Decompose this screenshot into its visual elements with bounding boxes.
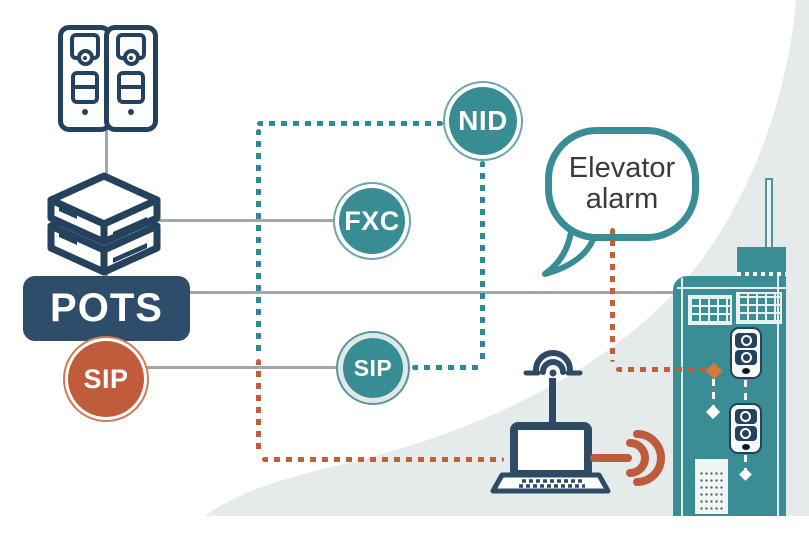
- roof-trim: [737, 272, 786, 276]
- speech-bubble-icon: Elevator alarm: [545, 127, 699, 241]
- signal-waves-icon: [590, 430, 665, 486]
- sip-left-node: SIP: [68, 341, 144, 417]
- intercom-button: [742, 368, 750, 374]
- vent-grill-icon: [695, 459, 728, 514]
- device-slot: [117, 71, 145, 104]
- facade-line: [777, 276, 779, 516]
- orange-dotted-path-left: [256, 359, 261, 454]
- intercom-camera-icon: [735, 333, 757, 348]
- teal-dotted-path-to-sip: [412, 365, 482, 370]
- nid-label: NID: [458, 105, 508, 136]
- stack-fxc-line: [152, 219, 340, 222]
- building-dash-line: [712, 379, 715, 407]
- fxc-node: FXC: [339, 188, 405, 254]
- door-phone-icon: [104, 25, 158, 132]
- device-slot: [71, 71, 99, 104]
- window-grid-icon: [688, 295, 732, 325]
- sip-sip-line: [146, 366, 344, 369]
- teal-dotted-path-nid-drop: [480, 161, 485, 361]
- laptop-icon: [490, 350, 665, 494]
- pots-node: POTS: [23, 276, 190, 341]
- building-dash-line: [744, 380, 747, 402]
- intercom-camera-icon: [734, 409, 757, 424]
- building-dash-line: [744, 455, 747, 469]
- server-stack-icon: [47, 172, 161, 276]
- speech-bubble-tail: [542, 229, 598, 277]
- teal-dotted-path-top: [257, 121, 443, 126]
- teal-dotted-path-left: [256, 129, 261, 353]
- device-lens-icon: [76, 49, 94, 66]
- pots-label: POTS: [50, 286, 163, 330]
- callout-line1: Elevator: [568, 152, 676, 184]
- device-lens-icon: [122, 49, 140, 66]
- window-grid-icon: [736, 292, 782, 324]
- callout-line2: alarm: [585, 183, 659, 215]
- intercom-button: [741, 444, 750, 450]
- sip-mid-label: SIP: [353, 354, 393, 381]
- roof-antenna-icon: [765, 178, 773, 251]
- sip-left-label: SIP: [83, 363, 129, 394]
- orange-dotted-path-to-building: [616, 367, 709, 372]
- intercom-panel-icon: [729, 403, 762, 454]
- orange-dotted-path-bubble-drop: [610, 228, 615, 362]
- intercom-speaker-icon: [735, 350, 757, 365]
- sip-mid-node: SIP: [343, 338, 403, 398]
- wifi-antenna-icon: [523, 350, 583, 377]
- device-dot: [128, 109, 134, 115]
- nid-node: NID: [449, 87, 517, 155]
- pots-building-line: [188, 291, 675, 294]
- fxc-label: FXC: [344, 205, 400, 236]
- device-dot: [82, 109, 88, 115]
- facade-line: [681, 278, 683, 516]
- intercom-speaker-icon: [734, 426, 757, 441]
- devices-stack-line: [105, 122, 108, 184]
- orange-dotted-path-to-laptop: [262, 457, 504, 462]
- building-icon: [673, 178, 786, 516]
- vent-dots: [698, 468, 725, 510]
- intercom-panel-icon: [730, 327, 762, 379]
- facade-line: [677, 287, 786, 289]
